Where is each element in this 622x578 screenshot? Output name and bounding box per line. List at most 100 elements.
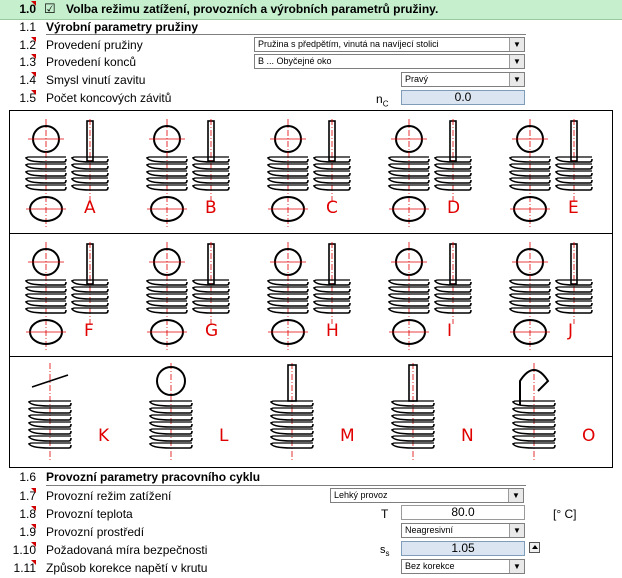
comment-marker [31,524,36,529]
chevron-down-icon[interactable]: ▼ [509,524,524,537]
end-type-letter: L [219,426,229,446]
spring-coil [512,421,556,428]
spring-coil [149,421,192,425]
comment-marker [31,560,36,565]
spring-coil [146,279,187,283]
spring-coil [71,184,108,188]
select-stress-correction[interactable]: Bez korekce ▼ [401,559,525,574]
end-type-letter: G [205,321,218,341]
spring-coil [434,170,472,177]
spring-coil [28,435,72,442]
section-underline [46,485,526,486]
spring-coil [192,156,229,160]
spring-coil [149,435,192,439]
end-type-letter: E [568,198,579,218]
spring-coil [28,442,71,446]
arrow-up-icon [532,545,538,549]
spring-coil [192,293,230,300]
spring-coil [434,184,472,191]
value-end-coils[interactable]: 0.0 [401,90,525,105]
spring-coil [555,279,592,283]
spring-coil [192,307,230,314]
spring-coil [313,163,351,170]
spring-coil [25,156,66,160]
chevron-down-icon[interactable]: ▼ [509,560,524,573]
chevron-down-icon[interactable]: ▼ [508,489,523,502]
spring-coil [391,407,434,411]
spring-coil [71,307,108,311]
label-safety-factor: Požadovaná míra bezpečnosti [46,543,208,557]
spring-coil [434,177,472,184]
spring-coil [555,286,592,290]
spring-coil [555,286,593,293]
spring-coil [434,286,472,293]
spring-coil [146,177,187,181]
spring-coil [509,156,550,160]
spring-coil [146,156,188,163]
spring-coil [509,279,551,286]
spring-coil [434,156,471,160]
spring-coil [25,156,67,163]
spring-coil [313,293,351,300]
spring-coil [388,156,430,163]
spring-coil [434,177,471,181]
symbol-nc: nC [376,92,389,109]
value-safety-factor[interactable]: 1.05 [401,541,525,556]
spring-coil [71,163,109,170]
spring-coil [388,177,430,184]
select-winding-direction[interactable]: Pravý ▼ [401,72,525,87]
spring-coil [391,442,434,446]
spring-coil [512,442,556,449]
header-checkbox[interactable]: ☑ [44,1,56,16]
spring-coil [25,286,67,293]
spring-coil [267,293,308,297]
comment-marker [31,72,36,77]
spring-coil [149,407,192,411]
spring-coil [391,428,434,432]
spring-coil [28,442,72,449]
spring-coil [71,307,109,314]
select-environment[interactable]: Neagresivní ▼ [401,523,525,538]
spring-coil [71,156,109,163]
spring-coil [313,170,350,174]
spring-coil [267,163,308,167]
chevron-down-icon[interactable]: ▼ [509,38,524,51]
spring-coil [28,428,72,435]
select-load-mode[interactable]: Lehký provoz ▼ [330,488,524,503]
table-icon[interactable] [529,542,540,553]
spring-coil [270,428,313,432]
chevron-down-icon[interactable]: ▼ [509,55,524,68]
spring-coil [71,293,108,297]
select-end-design[interactable]: B ... Obyčejné oko ▼ [254,54,525,69]
spring-coil [512,407,555,411]
section-underline [46,34,526,35]
spring-coil [25,293,67,300]
spring-coil [71,156,108,160]
select-value: Bez korekce [405,561,455,571]
spring-coil [512,428,556,435]
spring-coil [146,307,188,314]
value-temperature[interactable]: 80.0 [401,505,525,520]
spring-coil [509,293,551,300]
spring-coil [192,293,229,297]
spring-coil [434,300,472,307]
spring-coil [149,442,193,449]
spring-coil [71,300,108,304]
spring-coil [555,300,593,307]
spring-coil [146,300,188,307]
spring-coil [267,300,308,304]
spring-coil [71,177,109,184]
end-type-letter: K [98,426,110,446]
spring-coil [270,414,313,418]
spring-eye [156,366,186,396]
spring-coil [149,407,193,414]
spring-coil [434,307,472,314]
chevron-down-icon[interactable]: ▼ [509,73,524,86]
spring-coil [391,407,435,414]
spring-coil [267,156,309,163]
select-spring-design[interactable]: Pružina s předpětím, vinutá na navíjecí … [254,37,525,52]
spring-coil [25,163,66,167]
comment-marker [31,54,36,59]
spring-coil [149,400,193,407]
comment-marker [31,488,36,493]
